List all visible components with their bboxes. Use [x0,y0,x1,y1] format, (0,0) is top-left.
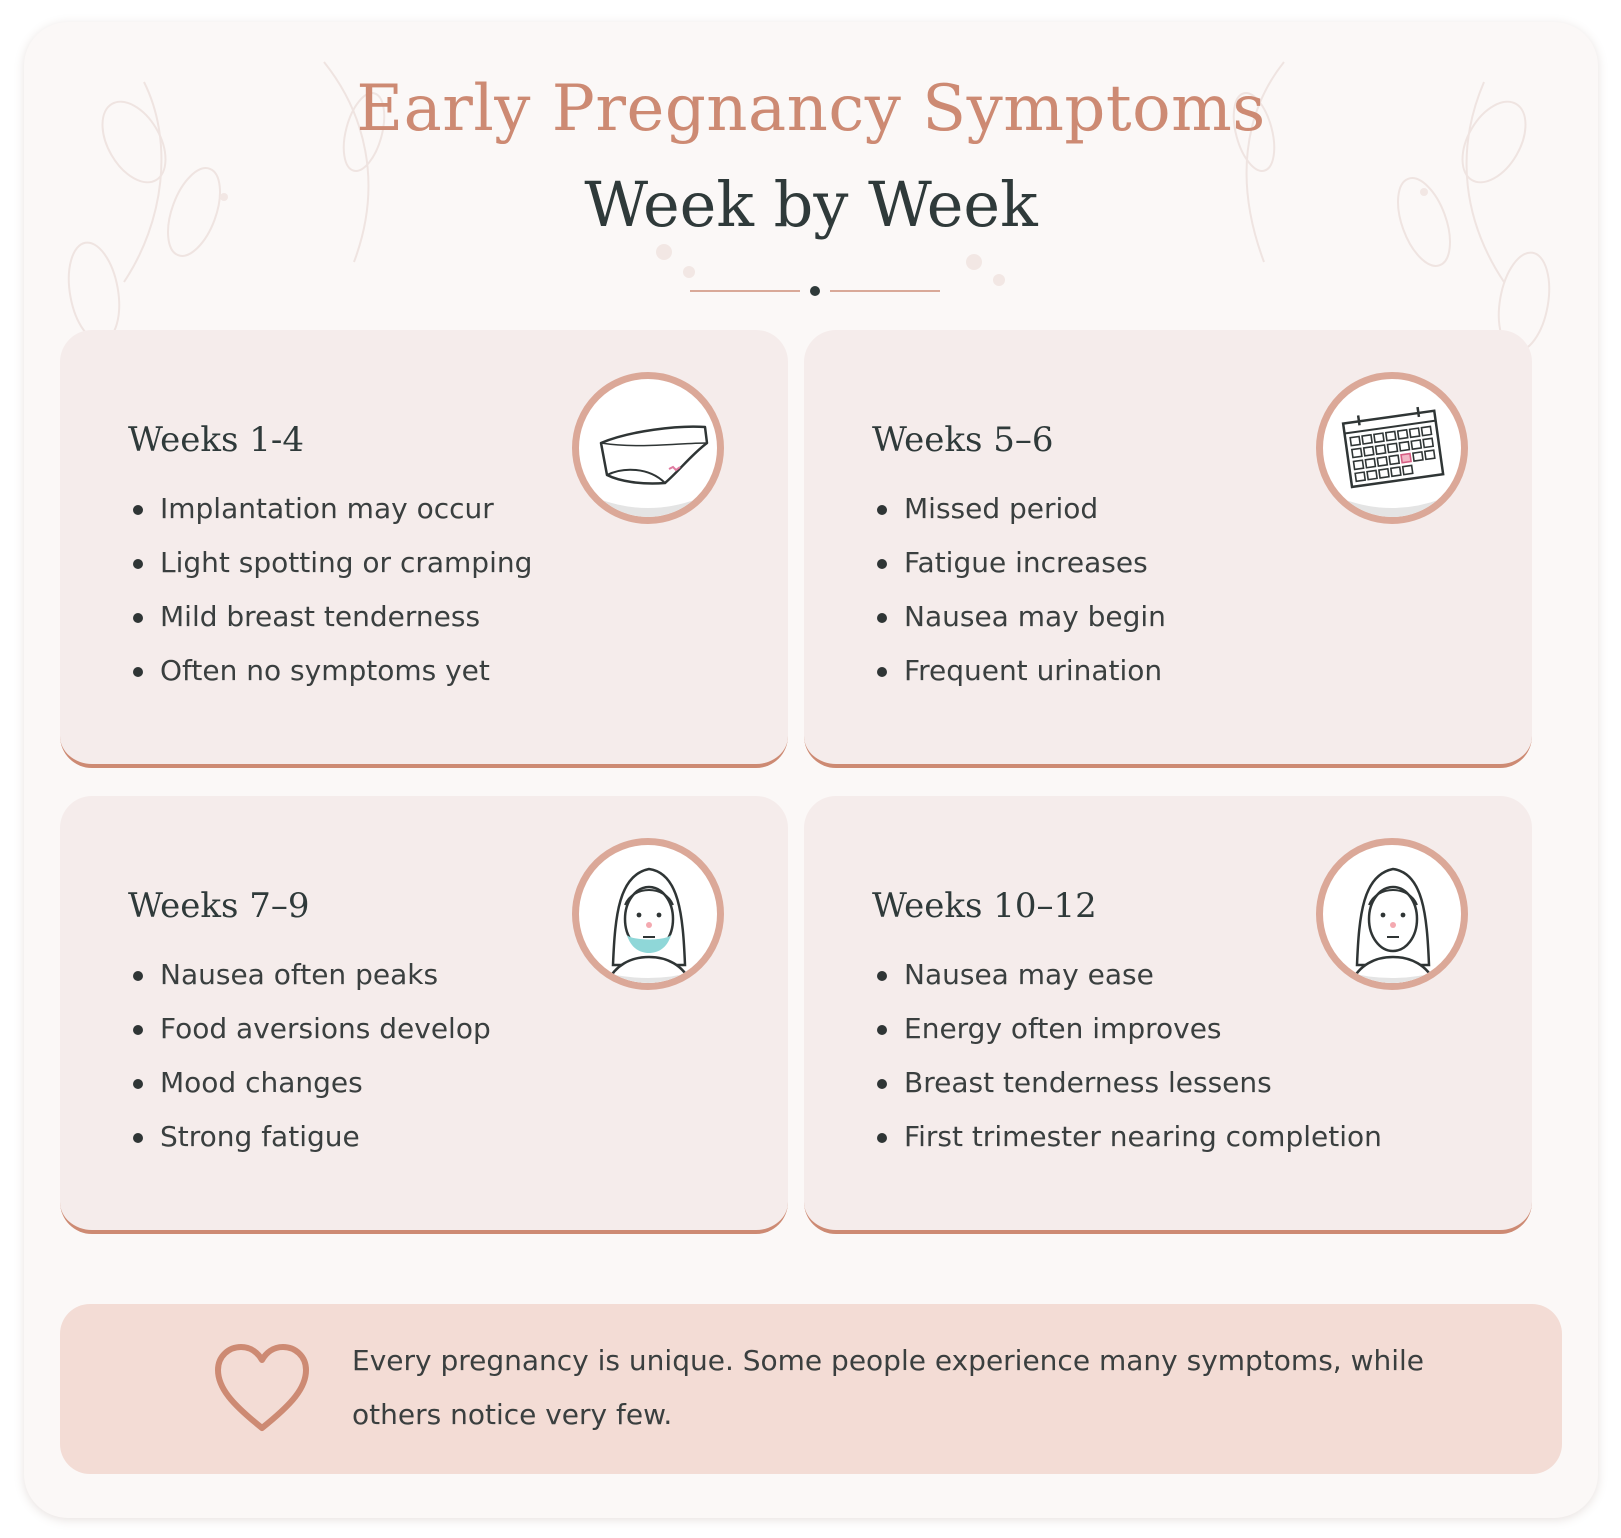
card-heading: Weeks 1-4 [128,420,305,460]
note-text: Every pregnancy is unique. Some people e… [352,1344,1425,1431]
card-weeks-7-9: Weeks 7–9 Nausea often peaks Food aversi… [60,796,788,1234]
botanical-background-decoration [67,61,1551,353]
title-divider [690,286,940,296]
symptom-list: Implantation may occur Light spotting or… [128,482,532,698]
title-primary: Early Pregnancy Symptoms [356,72,1266,146]
card-heading: Weeks 5–6 [872,420,1054,460]
underwear-icon [599,425,709,517]
calendar-icon [1341,406,1445,517]
list-item: Energy often improves [872,1002,1382,1056]
icon-badge [1316,372,1468,524]
list-item: Mood changes [128,1056,491,1110]
card-weeks-5-6: Weeks 5–6 Missed period Fatigue increase… [804,330,1532,768]
title-secondary: Week by Week [584,168,1038,241]
list-item: First trimester nearing completion [872,1110,1382,1164]
list-item: Nausea may begin [872,590,1166,644]
list-item: Fatigue increases [872,536,1166,590]
list-item: Often no symptoms yet [128,644,532,698]
woman-face-icon [1343,867,1441,983]
note-banner: Every pregnancy is unique. Some people e… [60,1304,1562,1474]
list-item: Strong fatigue [128,1110,491,1164]
list-item: Missed period [872,482,1166,536]
card-heading: Weeks 7–9 [128,886,310,926]
card-heading: Weeks 10–12 [872,886,1097,926]
nauseous-woman-icon [599,867,697,983]
symptom-list: Missed period Fatigue increases Nausea m… [872,482,1166,698]
list-item: Nausea often peaks [128,948,491,1002]
symptom-list: Nausea often peaks Food aversions develo… [128,948,491,1164]
list-item: Mild breast tenderness [128,590,532,644]
list-item: Breast tenderness lessens [872,1056,1382,1110]
card-weeks-1-4: Weeks 1-4 Implantation may occur Light s… [60,330,788,768]
list-item: Nausea may ease [872,948,1382,1002]
list-item: Food aversions develop [128,1002,491,1056]
list-item: Light spotting or cramping [128,536,532,590]
infographic-frame: Early Pregnancy Symptoms Week by Week We… [24,22,1598,1518]
list-item: Implantation may occur [128,482,532,536]
icon-badge [572,372,724,524]
icon-badge [1316,838,1468,990]
icon-badge [572,838,724,990]
heart-icon [215,1344,309,1431]
list-item: Frequent urination [872,644,1166,698]
symptom-list: Nausea may ease Energy often improves Br… [872,948,1382,1164]
card-weeks-10-12: Weeks 10–12 Nausea may ease Energy often… [804,796,1532,1234]
